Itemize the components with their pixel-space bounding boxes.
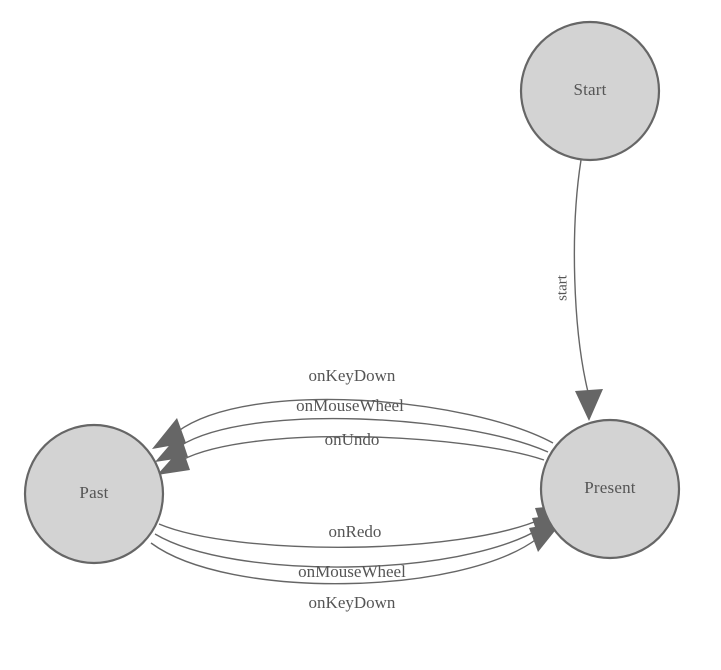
edge-onundo-path [181, 435, 545, 461]
edge-onmousewheel-undo-label: onMouseWheel [296, 396, 404, 415]
edge-onundo-arrowhead [157, 447, 190, 475]
edge-onundo-label: onUndo [325, 430, 380, 449]
node-past-circle [23, 423, 165, 565]
edge-onkeydown-undo-path [176, 398, 554, 444]
edge-onmousewheel-redo-label: onMouseWheel [298, 562, 406, 581]
node-past-label: Past [79, 483, 108, 502]
edge-onredo-path [158, 517, 545, 548]
edge-onkeydown-redo[interactable]: onKeyDown [150, 522, 562, 612]
edge-onkeydown-redo-path [150, 537, 539, 585]
edge-start-path [573, 159, 589, 393]
node-present[interactable]: Present [539, 418, 681, 560]
node-present-label: Present [584, 478, 636, 497]
edge-start-label: start [554, 274, 570, 301]
edge-onkeydown-undo-label: onKeyDown [309, 366, 396, 385]
edge-onmousewheel-redo-path [154, 527, 542, 568]
node-past[interactable]: Past [23, 423, 165, 565]
edge-onredo-label: onRedo [329, 522, 382, 541]
node-start[interactable]: Start [519, 20, 661, 162]
node-start-circle [519, 20, 661, 162]
edge-onundo[interactable]: onUndo [157, 430, 545, 475]
edge-onkeydown-redo-label: onKeyDown [309, 593, 396, 612]
edge-start-arrowhead [575, 389, 603, 421]
node-present-circle [539, 418, 681, 560]
edge-start[interactable]: start [554, 159, 603, 421]
edge-onmousewheel-undo-path [179, 417, 549, 453]
edge-onredo[interactable]: onRedo [158, 505, 568, 548]
node-start-label: Start [573, 80, 606, 99]
